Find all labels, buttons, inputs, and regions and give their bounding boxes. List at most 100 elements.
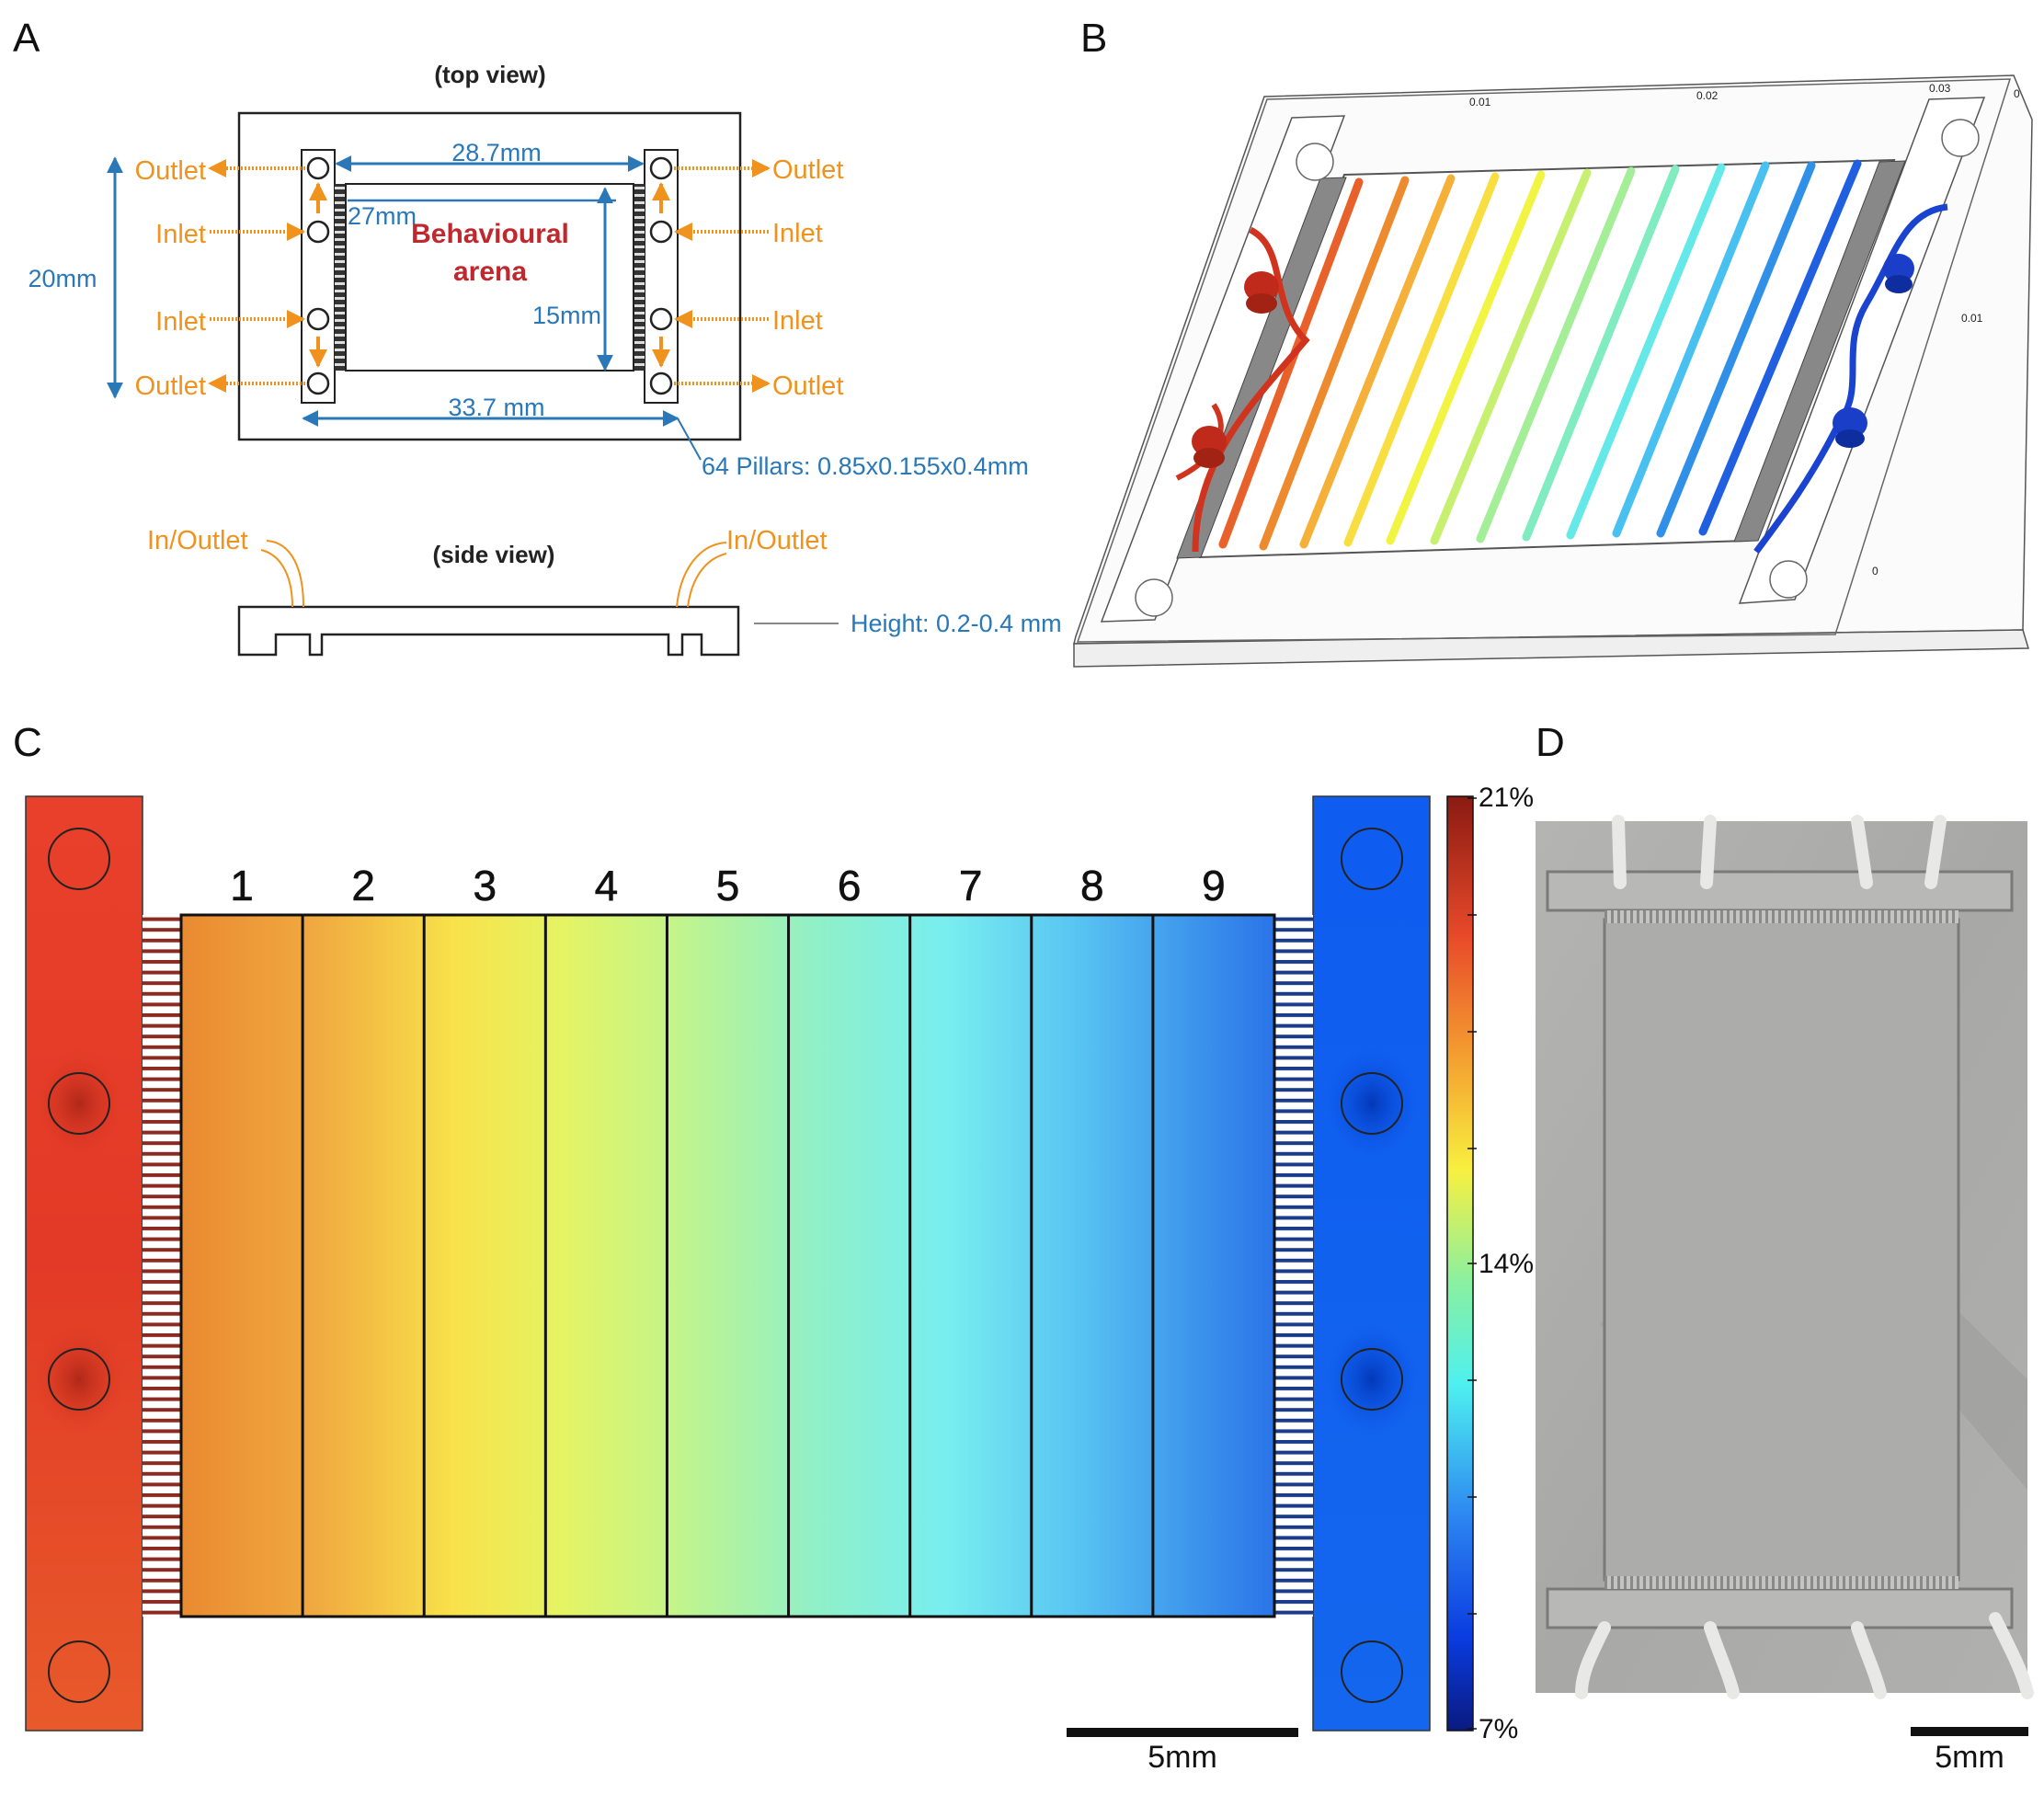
side-tube: [687, 553, 727, 608]
blue-plug: [1835, 429, 1865, 448]
side-tube: [260, 549, 293, 608]
blue-plug: [1833, 407, 1867, 439]
inlet-label: Inlet: [772, 219, 823, 248]
b-axis-tick: 0.03: [1929, 82, 1951, 95]
c-right-reservoir: [1312, 795, 1431, 1732]
zone-number-5: 5: [716, 862, 740, 909]
c-port-circle: [48, 1640, 110, 1703]
side-tube: [266, 540, 304, 608]
left-pillars: [335, 184, 346, 371]
zone-number-7: 7: [959, 862, 983, 909]
side-view-label: (side view): [433, 541, 555, 568]
b-iso-lines: [1218, 159, 1862, 551]
colorbar-ticks: [1467, 797, 1477, 1730]
d-scalebar-label: 5mm: [1935, 1740, 2004, 1775]
dim-15mm-label: 15mm: [532, 302, 601, 329]
red-plug: [1244, 271, 1279, 303]
outlet-label: Outlet: [135, 371, 206, 401]
zone-number-2: 2: [351, 862, 375, 909]
c-zone-dividers: [301, 915, 1155, 1617]
panel-b-3d-model: 0.01 0.02 0.03 0 0.01 0: [1073, 74, 2033, 668]
d-arena: [1603, 918, 1960, 1582]
d-scalebar: [1911, 1727, 2028, 1736]
inlet-label: Inlet: [155, 307, 206, 337]
b-axis-tick: 0.01: [1469, 96, 1491, 109]
side-tube: [676, 542, 727, 608]
arena-rect: [345, 183, 634, 371]
zone-number-1: 1: [230, 862, 254, 909]
b-port-hole: [1941, 119, 1980, 157]
b-axis-tick: 0: [1872, 565, 1878, 577]
dim-20mm-label: 20mm: [28, 265, 97, 292]
c-reservoir-shade: [33, 1048, 125, 1159]
red-plug: [1192, 426, 1227, 457]
arena-title-1: Behavioural: [411, 219, 569, 249]
outlet-label: Outlet: [772, 371, 843, 401]
right-pillars: [634, 184, 645, 371]
blue-plug: [1883, 254, 1914, 283]
b-axis-tick: 0: [2014, 87, 2020, 100]
b-right-channel: [1738, 97, 1986, 604]
panel-letter-a: A: [13, 16, 40, 61]
panel-d-photo: 5mm: [1536, 815, 2034, 1775]
b-port-hole: [1769, 560, 1808, 599]
arena-title-2: arena: [453, 257, 527, 287]
dim-28-7mm-label: 28.7mm: [451, 139, 542, 166]
c-scalebar: [1067, 1728, 1298, 1737]
red-plug: [1246, 293, 1277, 314]
d-bottom-pillars: [1604, 1576, 1958, 1589]
top-view-label: (top view): [434, 61, 545, 88]
red-streamline: [1192, 226, 1310, 553]
c-left-reservoir: [25, 795, 143, 1732]
port-circle: [306, 371, 330, 395]
zone-number-8: 8: [1080, 862, 1104, 909]
chip-outline: [237, 111, 742, 441]
pillars-leader-line: [677, 417, 702, 461]
c-arena: [179, 913, 1276, 1618]
colorbar-min-label: 7%: [1479, 1714, 1518, 1744]
panel-letter-c: C: [13, 720, 42, 765]
dim-33-7mm-label: 33.7 mm: [448, 394, 544, 421]
port-circle: [649, 371, 673, 395]
c-port-circle: [1341, 1072, 1403, 1135]
b-right-pillars: [1733, 160, 1906, 543]
b-axis-tick: 0.02: [1696, 89, 1719, 102]
c-port-circle: [1341, 1640, 1403, 1703]
outlet-label: Outlet: [772, 155, 843, 185]
c-port-circle: [48, 828, 110, 890]
c-right-pillars: [1274, 915, 1313, 1617]
slab-side: [1073, 629, 2030, 668]
colorbar-max-label: 21%: [1479, 783, 1534, 813]
inlet-label: Inlet: [155, 220, 206, 249]
c-reservoir-shade: [1326, 1048, 1418, 1159]
b-port-hole: [1296, 143, 1334, 181]
height-label: Height: 0.2-0.4 mm: [851, 610, 1062, 637]
panel-a-diagram: (top view) Outlet Inle: [28, 61, 1062, 657]
pillars-label: 64 Pillars: 0.85x0.155x0.4mm: [702, 452, 1029, 480]
in-outlet-left-label: In/Outlet: [147, 526, 248, 555]
c-reservoir-shade: [33, 1324, 125, 1435]
zone-number-3: 3: [473, 862, 497, 909]
d-bottom-channel: [1546, 1587, 2014, 1629]
port-circle: [306, 307, 330, 331]
port-circle: [306, 220, 330, 244]
b-port-hole: [1135, 578, 1173, 617]
c-left-pillars: [143, 915, 181, 1617]
outlet-label: Outlet: [135, 156, 206, 186]
c-port-circle: [1341, 1348, 1403, 1411]
colorbar-mid-label: 14%: [1479, 1249, 1534, 1279]
b-left-channel: [1100, 115, 1346, 623]
c-port-circle: [1341, 828, 1403, 890]
b-axis-tick: 0.01: [1961, 312, 1983, 325]
panel-letter-b: B: [1080, 16, 1107, 61]
port-circle: [649, 307, 673, 331]
d-tubes: [1575, 815, 2034, 1699]
c-port-circle: [48, 1348, 110, 1411]
inlet-label: Inlet: [772, 306, 823, 336]
dim-27mm-label: 27mm: [348, 202, 417, 230]
port-circle: [649, 156, 673, 180]
d-top-pillars: [1604, 910, 1958, 923]
